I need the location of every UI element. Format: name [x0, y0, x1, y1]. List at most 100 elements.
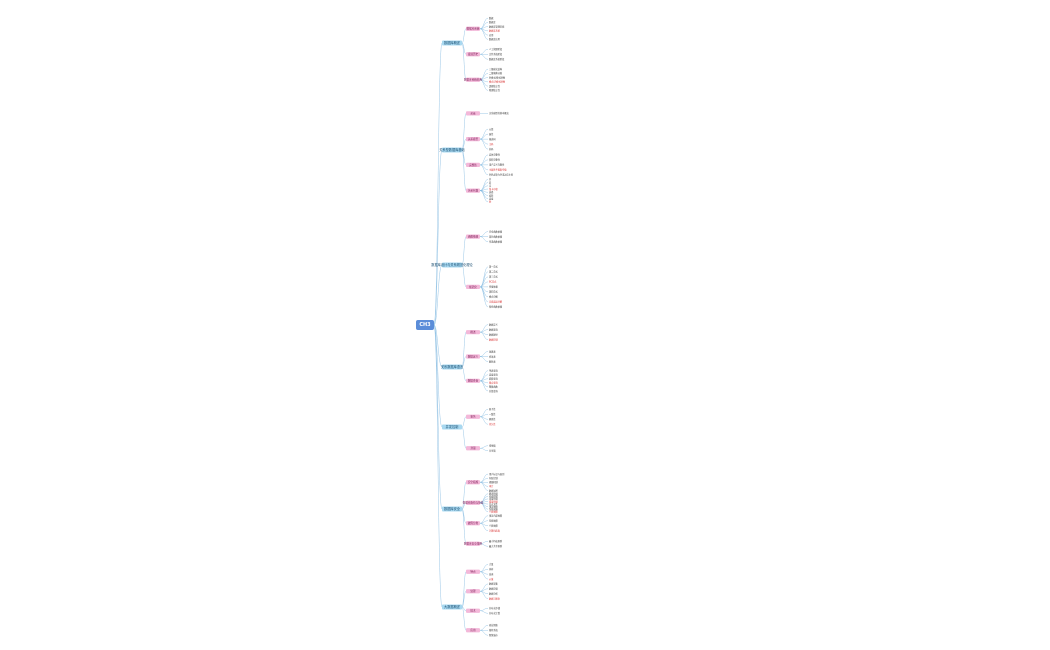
l2-node[interactable]: 封锁 — [466, 446, 480, 451]
leaf-label[interactable]: 属性 — [489, 132, 494, 136]
l1-node[interactable]: 大数据概述 — [442, 604, 462, 610]
l2-node[interactable]: 数据库系统结构 — [464, 77, 483, 82]
leaf-label[interactable]: 持久性 — [489, 422, 496, 426]
leaf-label[interactable]: 外模式/模式映像 — [489, 75, 506, 79]
l2-node[interactable]: 完整性 — [466, 162, 480, 167]
leaf-label[interactable]: 保持函数依赖 — [489, 305, 503, 309]
leaf-label[interactable]: 事务内部故障 — [489, 514, 503, 518]
leaf-label[interactable]: 分组查询 — [489, 389, 499, 393]
leaf-label[interactable]: BC范式 — [489, 280, 497, 284]
leaf-label[interactable]: 外码必须为空或对应主码 — [489, 173, 514, 177]
leaf-label[interactable]: 最大共享原则 — [489, 544, 502, 548]
leaf-label[interactable]: 传递函数依赖 — [489, 239, 503, 243]
leaf-label[interactable]: 数据存储 — [489, 587, 499, 591]
leaf-label[interactable]: 单表查询 — [489, 368, 499, 372]
leaf-label[interactable]: 部分函数依赖 — [489, 234, 503, 238]
l1-node[interactable]: 数据库安全 — [442, 506, 462, 512]
leaf-label[interactable]: 模式/内模式映像 — [489, 80, 506, 84]
leaf-label[interactable]: 集合查询 — [489, 381, 499, 385]
leaf-label[interactable]: 人工管理阶段 — [489, 47, 503, 51]
leaf-label[interactable]: 数据采集 — [489, 582, 499, 586]
l2-node[interactable]: 应用 — [466, 628, 480, 633]
leaf-label[interactable]: 共享锁 — [489, 449, 496, 453]
leaf-label[interactable]: 投影 — [489, 193, 494, 197]
leaf-label[interactable]: 用户定义完整性 — [489, 163, 505, 167]
l1-node[interactable]: 数据库概述 — [442, 40, 462, 46]
l2-node[interactable]: 关系 — [466, 111, 480, 116]
leaf-label[interactable]: 数据加密 — [489, 488, 499, 492]
leaf-label[interactable]: 数据可视化 — [489, 596, 501, 600]
leaf-label[interactable]: 选择 — [489, 190, 494, 194]
leaf-label[interactable]: 数据控制 — [489, 337, 499, 341]
l2-node[interactable]: 规范化 — [466, 284, 480, 289]
leaf-label[interactable]: 原子性 — [489, 407, 496, 411]
leaf-label[interactable]: 多值依赖 — [489, 285, 499, 289]
l1-node[interactable]: 数据库设计与关系规范化理论 — [431, 262, 474, 268]
leaf-label[interactable]: 数据定义 — [489, 322, 499, 326]
leaf-label[interactable]: 计算机病毒 — [489, 529, 501, 533]
leaf-label[interactable]: 物理独立性 — [489, 88, 501, 92]
leaf-label[interactable]: 连接查询 — [489, 373, 499, 377]
leaf-label[interactable]: 第四范式 — [489, 290, 499, 294]
leaf-label[interactable]: 元组 — [489, 127, 494, 131]
leaf-label[interactable]: 价值 — [489, 577, 494, 581]
leaf-label[interactable]: 候选码 — [489, 137, 496, 141]
leaf-label[interactable]: 系统故障 — [489, 519, 499, 523]
leaf-label[interactable]: 系统故障 — [489, 507, 499, 511]
l2-node[interactable]: 安全措施 — [466, 480, 480, 485]
l2-node[interactable]: 数据库安全策略 — [464, 541, 483, 546]
leaf-label[interactable]: 一致性 — [489, 412, 496, 416]
leaf-label[interactable]: 数据查询 — [489, 327, 499, 331]
leaf-label[interactable]: 数据 — [489, 16, 494, 20]
leaf-label[interactable]: 静态转储 — [489, 492, 499, 496]
leaf-label[interactable]: 介质故障 — [489, 524, 499, 528]
leaf-label[interactable]: 分布式计算 — [489, 611, 501, 615]
l2-node[interactable]: 数据库备份与恢复 — [463, 500, 484, 505]
l2-node[interactable]: 数据查询 — [466, 378, 480, 383]
leaf-label[interactable]: 创建表 — [489, 349, 496, 353]
leaf-label[interactable]: 日志文件 — [489, 502, 499, 506]
l2-node[interactable]: 事务 — [466, 414, 480, 419]
l2-node[interactable]: 特点 — [466, 569, 480, 574]
leaf-label[interactable]: 推荐系统 — [489, 628, 499, 632]
leaf-label[interactable]: 数据操纵 — [489, 332, 499, 336]
leaf-label[interactable]: 并 — [489, 177, 492, 181]
leaf-label[interactable]: 外码 — [489, 147, 494, 151]
l2-node[interactable]: 概述 — [466, 330, 480, 335]
leaf-label[interactable]: 最小特权原则 — [489, 539, 502, 543]
leaf-label[interactable]: 二级映像功能 — [489, 71, 503, 75]
root-node[interactable]: CH3 — [416, 320, 434, 330]
l2-node[interactable]: 处理 — [466, 589, 480, 594]
leaf-label[interactable]: 高速 — [489, 572, 494, 576]
leaf-label[interactable]: 增量转储 — [489, 499, 499, 503]
leaf-label[interactable]: 实体完整性 — [489, 153, 501, 157]
leaf-label[interactable]: 视图机制 — [489, 480, 499, 484]
leaf-label[interactable]: 三级模式结构 — [489, 67, 503, 71]
l2-node[interactable]: 函数依赖 — [466, 234, 480, 239]
leaf-label[interactable]: 聚集函数 — [489, 385, 499, 389]
leaf-label[interactable]: 关系模型的基本概念 — [489, 111, 509, 115]
leaf-label[interactable]: 大量 — [489, 562, 494, 566]
leaf-label[interactable]: 存取控制 — [489, 476, 499, 480]
leaf-label[interactable]: 介质故障 — [489, 510, 499, 514]
leaf-label[interactable]: 数据库 — [489, 20, 496, 24]
leaf-label[interactable]: 嵌套查询 — [489, 377, 499, 381]
leaf-label[interactable]: 数据库系统阶段 — [489, 57, 505, 61]
leaf-label[interactable]: 完全函数依赖 — [489, 229, 503, 233]
leaf-label[interactable]: 数据库管理系统 — [489, 24, 505, 28]
leaf-label[interactable]: 删除表 — [489, 359, 496, 363]
l2-node[interactable]: 数据库系统 — [466, 26, 480, 31]
l2-node[interactable]: 发展历史 — [466, 52, 480, 57]
leaf-label[interactable]: 笛卡尔积 — [489, 187, 499, 191]
leaf-label[interactable]: 第三范式 — [489, 275, 499, 279]
l1-node[interactable]: 并发控制 — [442, 424, 462, 430]
leaf-label[interactable]: 审计 — [489, 484, 494, 488]
leaf-label[interactable]: 排他锁 — [489, 444, 496, 448]
l2-node[interactable]: 故障分类 — [466, 521, 480, 526]
leaf-label[interactable]: 参照完整性 — [489, 158, 501, 162]
leaf-label[interactable]: 交 — [489, 184, 492, 188]
leaf-label[interactable]: 海量转储 — [489, 497, 499, 501]
leaf-label[interactable]: 修改表 — [489, 354, 496, 358]
leaf-label[interactable]: 隔离性 — [489, 417, 496, 421]
l2-node[interactable]: 关系代数 — [466, 188, 480, 193]
